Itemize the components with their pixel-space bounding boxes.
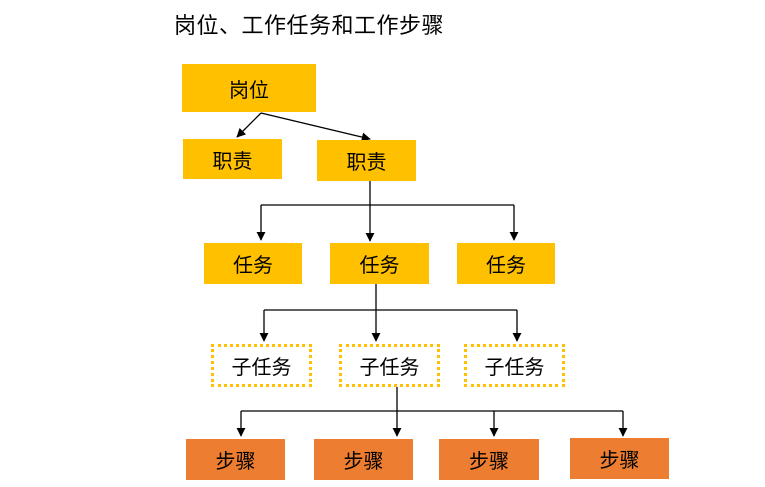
node-step-3: 步骤 xyxy=(439,439,539,480)
arrow-position-to-duty-right xyxy=(260,112,371,142)
node-position: 岗位 xyxy=(182,64,316,112)
node-step-1: 步骤 xyxy=(186,439,285,480)
diagram-title: 岗位、工作任务和工作步骤 xyxy=(174,14,445,39)
node-subtask-3: 子任务 xyxy=(464,344,565,387)
node-duty-left: 职责 xyxy=(183,139,282,179)
connector-task-to-subtasks xyxy=(259,284,522,342)
node-step-2: 步骤 xyxy=(314,439,413,480)
connector-subtask-to-steps xyxy=(236,387,628,437)
arrow-position-to-duty-left xyxy=(236,112,262,138)
node-task-2: 任务 xyxy=(330,243,429,284)
node-task-3: 任务 xyxy=(457,243,555,284)
node-subtask-1: 子任务 xyxy=(211,344,312,387)
connector-duty-to-tasks xyxy=(256,181,519,242)
node-subtask-2: 子任务 xyxy=(339,344,440,387)
node-step-4: 步骤 xyxy=(570,438,669,479)
node-task-1: 任务 xyxy=(204,243,302,284)
node-duty-right: 职责 xyxy=(317,140,416,181)
